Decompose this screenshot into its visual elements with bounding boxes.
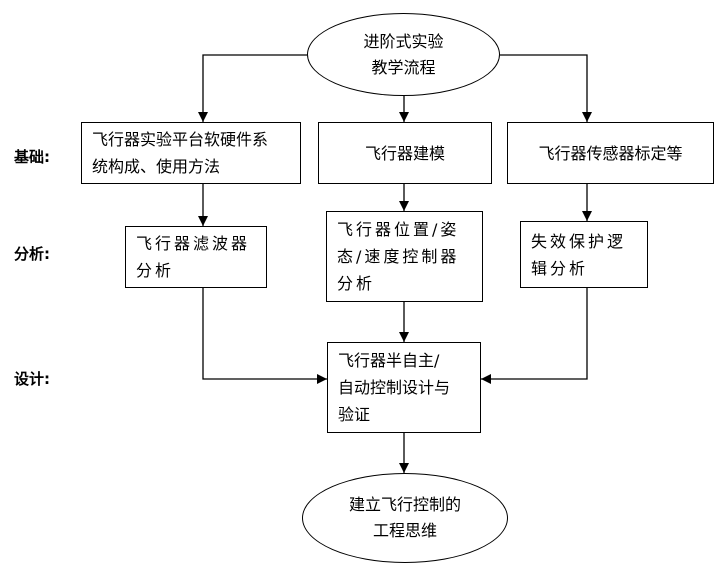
node-failsafe-analysis: 失效保护逻 辑分析	[520, 221, 648, 288]
node-control-design-line-1: 飞行器半自主/	[338, 351, 440, 370]
start-line-1: 进阶式实验	[363, 31, 444, 51]
arrow-start-to-platform	[198, 54, 307, 122]
node-platform: 飞行器实验平台软硬件系 统构成、使用方法	[81, 122, 301, 184]
row-label-basic: 基础:	[14, 148, 50, 166]
node-filter-analysis-line-1: 飞行器滤波器	[136, 234, 251, 253]
node-platform-line-1: 飞行器实验平台软硬件系	[92, 130, 269, 149]
node-modeling-line-1: 飞行器建模	[364, 143, 445, 163]
node-modeling: 飞行器建模	[318, 122, 492, 184]
start-ellipse: 进阶式实验 教学流程	[307, 13, 500, 96]
row-label-analysis: 分析:	[14, 245, 50, 263]
arrow-start-to-sensor-calibration	[500, 54, 592, 122]
node-failsafe-analysis-line-2: 辑分析	[531, 258, 589, 278]
end-ellipse: 建立飞行控制的 工程思维	[302, 473, 508, 563]
node-control-analysis: 飞行器位置/姿 态/速度控制器 分析	[326, 211, 483, 302]
node-filter-analysis-line-2: 分析	[136, 261, 175, 280]
node-control-analysis-line-1: 飞行器位置/姿	[337, 220, 460, 239]
arrow-filter-to-control-design	[202, 288, 327, 384]
end-line-1: 建立飞行控制的	[348, 495, 461, 514]
node-control-design-line-3: 验证	[338, 405, 371, 424]
node-failsafe-analysis-line-1: 失效保护逻	[531, 231, 627, 251]
node-sensor-calibration: 飞行器传感器标定等	[507, 122, 714, 184]
arrow-failsafe-to-control-design	[481, 288, 588, 384]
end-line-2: 工程思维	[372, 521, 437, 540]
node-control-design-line-2: 自动控制设计与	[338, 378, 451, 397]
node-filter-analysis: 飞行器滤波器 分析	[125, 226, 267, 288]
node-sensor-calibration-line-1: 飞行器传感器标定等	[538, 143, 683, 163]
row-label-design: 设计:	[14, 370, 50, 388]
node-control-analysis-line-3: 分析	[337, 274, 376, 293]
node-control-analysis-line-2: 态/速度控制器	[337, 247, 460, 266]
start-line-2: 教学流程	[371, 57, 436, 77]
node-control-design: 飞行器半自主/ 自动控制设计与 验证	[327, 342, 481, 433]
node-platform-line-2: 统构成、使用方法	[92, 157, 221, 176]
